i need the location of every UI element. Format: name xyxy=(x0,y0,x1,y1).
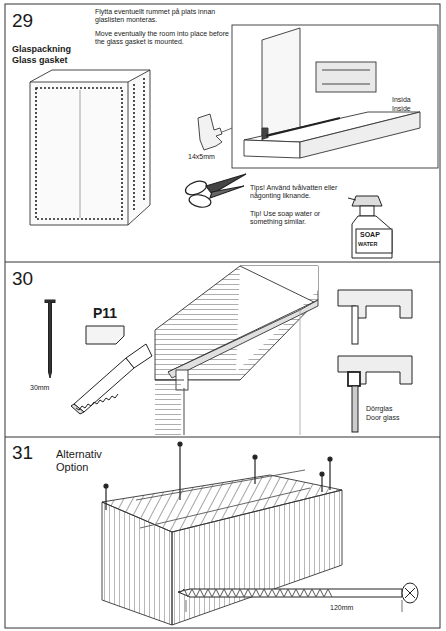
detail-inset xyxy=(232,25,438,168)
scissors xyxy=(184,174,246,209)
spray-bottle xyxy=(348,196,392,258)
option-label: Alternativ xyxy=(56,448,102,461)
step-number: 31 xyxy=(12,442,33,464)
side-label: Inside xyxy=(392,105,411,113)
dimension: 30mm xyxy=(30,384,49,392)
nail xyxy=(45,300,55,378)
dimension: 120mm xyxy=(330,604,353,612)
tip-note: Tips! Använd tvålvatten eller någonting … xyxy=(250,184,348,200)
part-name: Door glass xyxy=(366,414,399,422)
long-screw xyxy=(178,583,418,603)
instruction-note: Move eventually the room into place befo… xyxy=(95,30,235,46)
wall-corner xyxy=(155,266,318,435)
saw xyxy=(71,344,152,414)
room-frame xyxy=(30,70,150,225)
step-number: 29 xyxy=(12,10,33,32)
step-number: 30 xyxy=(12,268,33,290)
option-label: Option xyxy=(56,461,88,474)
tip-note: Tip! Use soap water or something similar… xyxy=(250,210,348,226)
p11-profile xyxy=(86,326,124,344)
part-name: Glass gasket xyxy=(12,55,68,65)
roof-option xyxy=(102,470,342,625)
part-name: Dörrglas xyxy=(366,405,392,413)
screws xyxy=(104,442,332,510)
bottle-label: WATER xyxy=(358,241,377,247)
bottle-label: SOAP xyxy=(360,231,380,239)
part-name: Glaspackning xyxy=(12,44,71,54)
instruction-note: Flytta eventuellt rummet på plats innan … xyxy=(95,8,245,24)
dimension: 14x5mm xyxy=(188,153,215,161)
profile-detail xyxy=(338,290,412,432)
side-label: Insida xyxy=(392,96,411,104)
part-name: P11 xyxy=(93,305,117,321)
